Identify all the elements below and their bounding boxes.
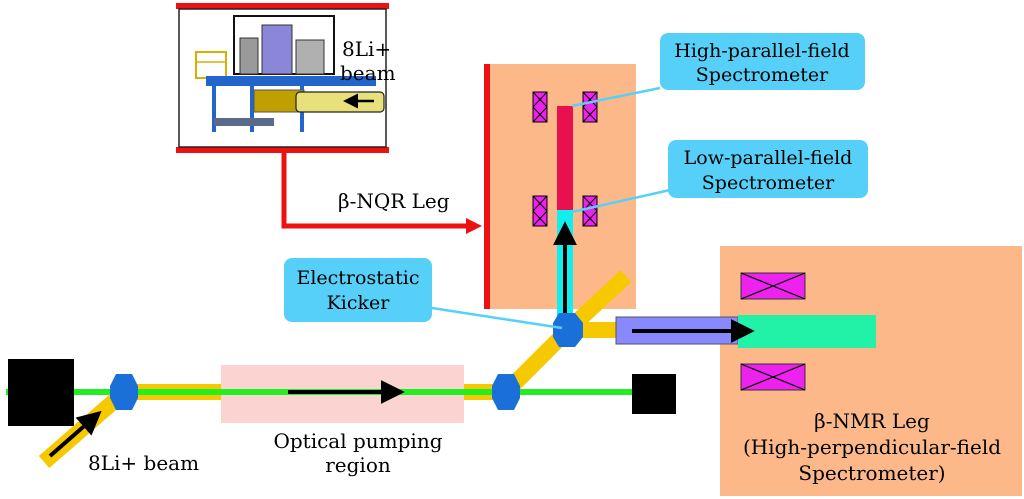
optical-pumping-label-line2: region [325, 453, 391, 477]
nmr-leg-label-line2: (High-perpendicular-field [743, 435, 1001, 459]
li-beam-top-label-line2: beam [340, 61, 396, 85]
electrostatic-kicker-element [553, 313, 583, 347]
li-beam-bottom-label: 8Li+ beam [88, 451, 199, 475]
top-apparatus-box [176, 3, 389, 153]
high-parallel-callout: High-parallel-field Spectrometer [660, 33, 865, 90]
nqr-leg-label: β-NQR Leg [338, 189, 450, 213]
li-beam-top-label-line1: 8Li+ [342, 37, 391, 61]
bender-middle [492, 374, 520, 410]
incoming-beam-arrow [48, 410, 102, 458]
nmr-leg-label-line3: Spectrometer) [798, 461, 945, 485]
low-parallel-label-line1: Low-parallel-field [684, 147, 853, 169]
low-parallel-leader [571, 188, 671, 214]
kicker-label-line2: Kicker [327, 292, 391, 314]
kicker-leader [431, 306, 563, 330]
nmr-spectrometer-tube [738, 315, 876, 348]
nqr-magnets [532, 91, 598, 227]
high-parallel-leader [571, 86, 661, 108]
nmr-magnet-upper [740, 272, 806, 300]
high-parallel-spectrometer [557, 106, 573, 210]
low-parallel-callout: Low-parallel-field Spectrometer [668, 140, 868, 198]
nmr-leg-label-line1: β-NMR Leg [814, 409, 930, 433]
low-parallel-label-line2: Spectrometer [702, 172, 835, 194]
left-beam-block [8, 359, 74, 426]
nmr-magnet-lower [740, 363, 806, 391]
right-beam-dump [632, 374, 676, 414]
high-parallel-label-line2: Spectrometer [696, 64, 829, 86]
bender-left [110, 374, 138, 410]
optical-pumping-label-line1: Optical pumping [273, 429, 442, 453]
kicker-callout: Electrostatic Kicker [284, 258, 432, 322]
nqr-red-arrowhead [466, 218, 482, 234]
kicker-label-line1: Electrostatic [296, 267, 419, 289]
nqr-red-path [281, 152, 468, 229]
high-parallel-label-line1: High-parallel-field [674, 40, 849, 62]
